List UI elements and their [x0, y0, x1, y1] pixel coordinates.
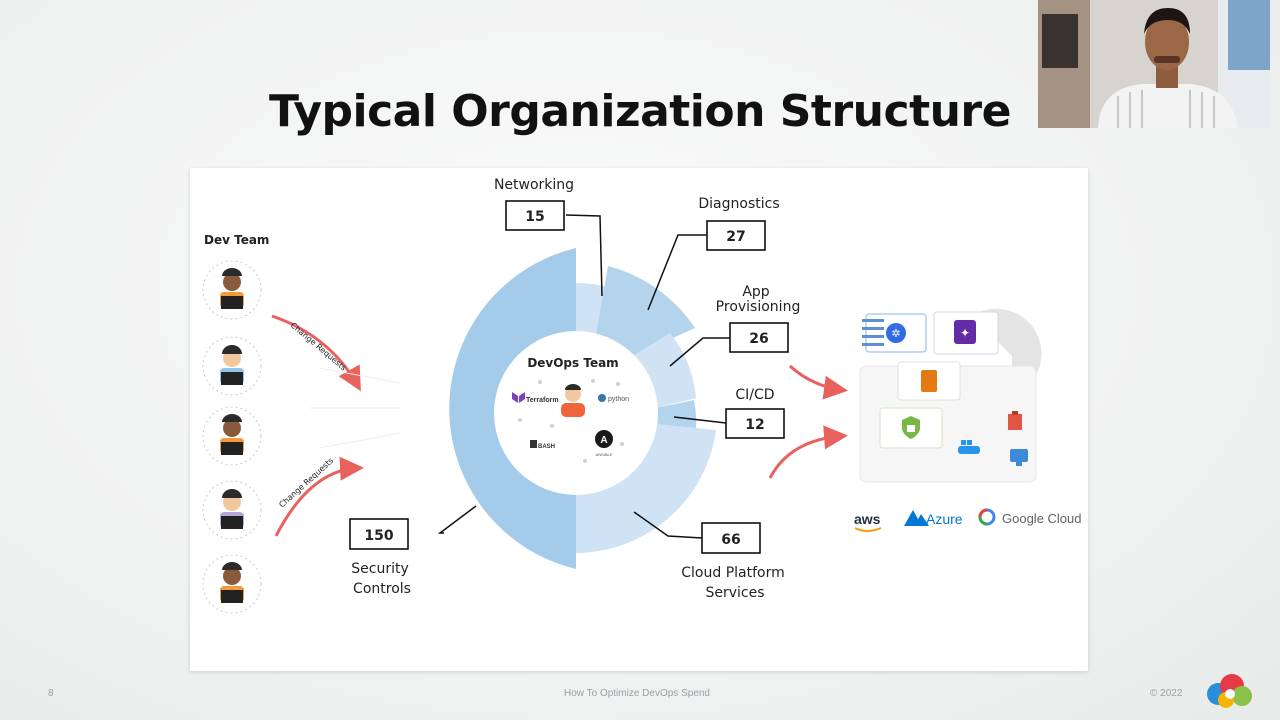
security-shield-icon: [879, 407, 943, 449]
label-app-provisioning-line2: Provisioning: [716, 299, 801, 315]
label-security-controls-line1: Security: [351, 561, 409, 577]
svg-text:aws: aws: [854, 511, 881, 527]
datadog-icon: ✦: [933, 311, 999, 355]
s3-icon: [1008, 411, 1022, 430]
devops-engineer-avatar: [561, 384, 585, 417]
devops-team-label: DevOps Team: [527, 356, 618, 370]
label-networking: Networking: [494, 177, 574, 193]
azure-logo: Azure: [904, 510, 963, 527]
svg-text:✦: ✦: [960, 326, 970, 340]
segment-cloud-platform-services: [576, 424, 716, 553]
label-security-controls-line2: Controls: [353, 581, 411, 597]
value-box-cicd: 12: [725, 408, 785, 439]
segment-cicd: [656, 400, 697, 430]
change-requests-label: Change Requests: [289, 321, 348, 373]
svg-text:Terraform: Terraform: [526, 397, 559, 404]
label-cloud-platform-services-line2: Services: [705, 585, 764, 601]
value-box-app-provisioning: 26: [729, 322, 789, 353]
label-diagnostics: Diagnostics: [698, 196, 779, 212]
label-cloud-platform-services-line1: Cloud Platform: [681, 565, 784, 581]
change-requests-label: Change Requests: [277, 456, 335, 509]
change-request-arrow: [274, 456, 364, 537]
background-guides: [310, 367, 401, 449]
google-cloud-logo: Google Cloud: [978, 508, 1082, 526]
kubernetes-icon: ✲: [862, 313, 927, 353]
svg-text:Azure: Azure: [926, 511, 963, 527]
svg-text:python: python: [608, 396, 629, 403]
webcam-video: [1038, 0, 1270, 128]
segment-app-provisioning: [633, 333, 696, 408]
developer-avatar: [202, 260, 262, 320]
developer-avatar: [202, 554, 262, 614]
svg-text:27: 27: [726, 229, 745, 245]
dev-team-members: [202, 260, 262, 614]
docker-icon: [958, 440, 980, 454]
label-app-provisioning-line1: App: [742, 284, 769, 300]
to-cloud-arrow: [788, 364, 848, 400]
svg-text:150: 150: [364, 528, 393, 544]
svg-text:66: 66: [721, 532, 740, 548]
label-cicd: CI/CD: [735, 387, 774, 403]
company-logo-icon: [1207, 674, 1252, 708]
value-box-security-controls: 150: [349, 518, 409, 550]
svg-text:✲: ✲: [891, 328, 900, 340]
dev-team-label: Dev Team: [204, 233, 269, 247]
bash-logo: BASH: [530, 440, 555, 450]
value-box-diagnostics: 27: [706, 220, 766, 251]
svg-text:12: 12: [745, 417, 764, 433]
diagram-card: Dev Team: [190, 168, 1088, 671]
footer-caption: How To Optimize DevOps Spend: [564, 688, 710, 699]
to-cloud-arrow: [768, 425, 848, 479]
svg-text:26: 26: [749, 331, 768, 347]
segment-security-controls: [449, 248, 576, 569]
slide-number: 8: [48, 688, 54, 699]
svg-text:A: A: [600, 435, 607, 446]
callout-lines: [437, 214, 730, 539]
terraform-logo: Terraform: [512, 392, 559, 404]
developer-avatar: [202, 406, 262, 466]
segment-networking: [576, 283, 608, 335]
aws-logo: aws: [854, 511, 882, 532]
svg-text:15: 15: [525, 209, 544, 225]
svg-text:ANSIBLE: ANSIBLE: [596, 452, 613, 457]
value-box-cloud-platform-services: 66: [701, 522, 761, 554]
slide-title: Typical Organization Structure: [269, 86, 1011, 137]
devops-donut: [449, 248, 716, 569]
developer-avatar: [202, 336, 262, 396]
python-logo: python: [598, 394, 629, 403]
copyright: © 2022: [1150, 688, 1183, 699]
change-request-arrow: [271, 314, 361, 392]
svg-text:BASH: BASH: [538, 444, 555, 450]
minor-tool-icons: [518, 379, 624, 463]
aws-service-icon: [897, 361, 961, 401]
value-box-networking: 15: [505, 200, 565, 231]
developer-avatar: [202, 480, 262, 540]
monitor-icon: [1010, 449, 1028, 466]
cloud-services-illustration: ✲ ✦: [859, 308, 1042, 483]
svg-text:Google Cloud: Google Cloud: [1002, 511, 1082, 526]
ansible-logo: A ANSIBLE: [595, 430, 613, 457]
